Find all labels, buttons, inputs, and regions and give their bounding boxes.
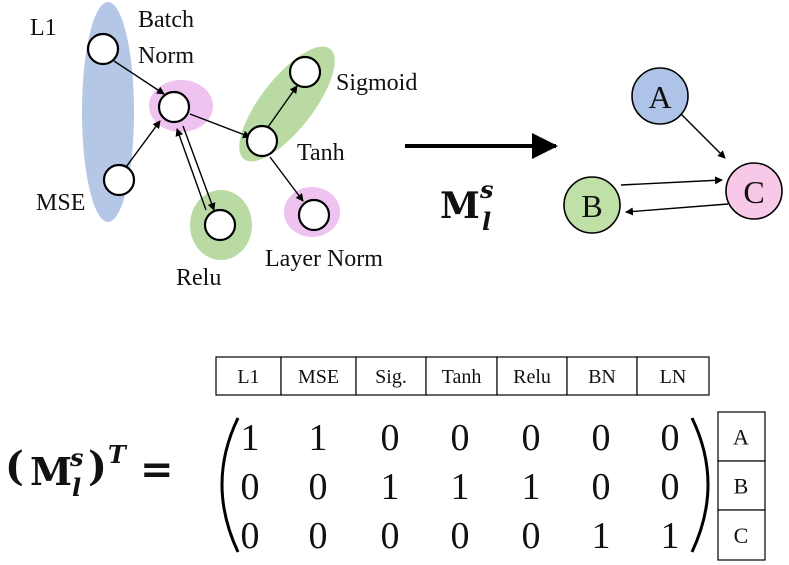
matrix-cell: 1 [309,417,328,459]
matrix-cell: 0 [522,417,541,459]
node-l1 [86,32,120,66]
matrix-cell: 1 [661,515,680,557]
cluster-node-a-label: A [648,79,671,115]
cluster-node-b-label: B [581,188,602,224]
matrix-cell: 1 [451,466,470,508]
matrix-cell: 0 [661,417,680,459]
transform-symbol: M [440,185,480,227]
matrix-cell: 0 [309,466,328,508]
matrix-cell: 0 [451,417,470,459]
summary-graph: A B C [563,67,783,234]
node-batch-norm [157,90,191,124]
matrix-cell: 0 [451,515,470,557]
cluster-node-c [725,162,783,220]
node-mse [102,163,136,197]
label-sigmoid: Sigmoid [336,70,417,96]
lhs-subscript: l [72,473,81,502]
row-header-cell [717,460,766,511]
column-header-label: Relu [513,366,551,388]
row-header-cell [717,411,766,462]
column-header-label: Sig. [375,366,407,388]
matrix-cell: 1 [241,417,260,459]
matrix-cell: 0 [309,515,328,557]
matrix-cell: 0 [522,515,541,557]
label-mse: MSE [36,190,85,216]
edge-b-to-c [620,176,723,186]
label-batch-norm-line2: Norm [138,43,194,69]
row-header-column: ABC [717,411,766,561]
edge-batchnorm-to-relu [182,125,216,211]
matrix-left-paren [220,417,240,553]
edge-mse-to-batchnorm [125,120,161,168]
column-header-row: L1 MSE Sig. Tanh Relu BN LN [215,356,710,396]
label-tanh: Tanh [297,140,345,166]
cluster-node-b [563,176,621,234]
lhs-superscript: s [69,443,84,472]
edge-batchnorm-to-tanh [189,113,251,139]
column-header-label: BN [588,366,616,388]
matrix-cell: 0 [592,466,611,508]
column-header-cell [636,356,710,396]
label-relu: Relu [176,265,221,291]
row-header-label: B [734,474,749,499]
matrix-body: 1 1 0 0 0 0 0 0 0 1 1 1 0 0 0 0 0 0 0 1 1 [241,417,680,557]
column-header-label: Tanh [442,366,482,388]
label-l1: L1 [30,15,57,41]
lhs-transpose: T [108,440,128,469]
edge-relu-to-batchnorm [175,128,207,211]
matrix-cell: 1 [381,466,400,508]
transform-superscript: s [479,175,494,204]
column-header-cell [425,356,498,396]
column-header-label: LN [660,366,687,388]
node-relu [203,208,237,242]
edge-tanh-to-layernorm [269,156,304,202]
row-header-label: C [734,523,749,548]
matrix-cell: 0 [381,417,400,459]
label-layer-norm: Layer Norm [265,246,383,272]
matrix-equation: ( M s l ) T = L1 MSE Sig. Tanh Relu BN LN 1 1 0 0… [5,356,766,561]
matrix-cell: 0 [241,515,260,557]
matrix-cell: 0 [241,466,260,508]
column-header-label: L1 [237,366,259,388]
operator-graph: L1 Batch Norm Sigmoid Tanh MSE Relu Laye… [30,2,417,291]
equals-sign: = [140,446,174,493]
cluster-node-a [631,67,689,125]
node-sigmoid [288,55,322,89]
cluster-node-c-label: C [743,174,764,210]
label-batch-norm-line1: Batch [138,7,194,33]
column-header-label: MSE [298,366,339,388]
matrix-cell: 1 [592,515,611,557]
edge-a-to-c [679,112,726,159]
matrix-right-paren [690,417,710,553]
transform-subscript: l [482,207,491,236]
edge-l1-to-batchnorm [113,60,165,95]
column-header-cell [496,356,568,396]
column-header-cell [566,356,638,396]
matrix-cell: 0 [592,417,611,459]
lhs-open-paren: ( [5,443,24,490]
matrix-cell: 0 [381,515,400,557]
node-tanh [245,124,279,158]
lhs-close-paren: ) [88,443,107,490]
edge-tanh-to-sigmoid [267,85,298,128]
row-header-cell [717,509,766,561]
row-header-label: A [733,425,749,450]
matrix-cell: 1 [522,466,541,508]
edge-c-to-b [625,203,729,216]
lhs-symbol: M [30,449,72,494]
node-layer-norm [297,198,331,232]
matrix-cell: 0 [661,466,680,508]
transform-arrow: M s l [405,133,558,236]
